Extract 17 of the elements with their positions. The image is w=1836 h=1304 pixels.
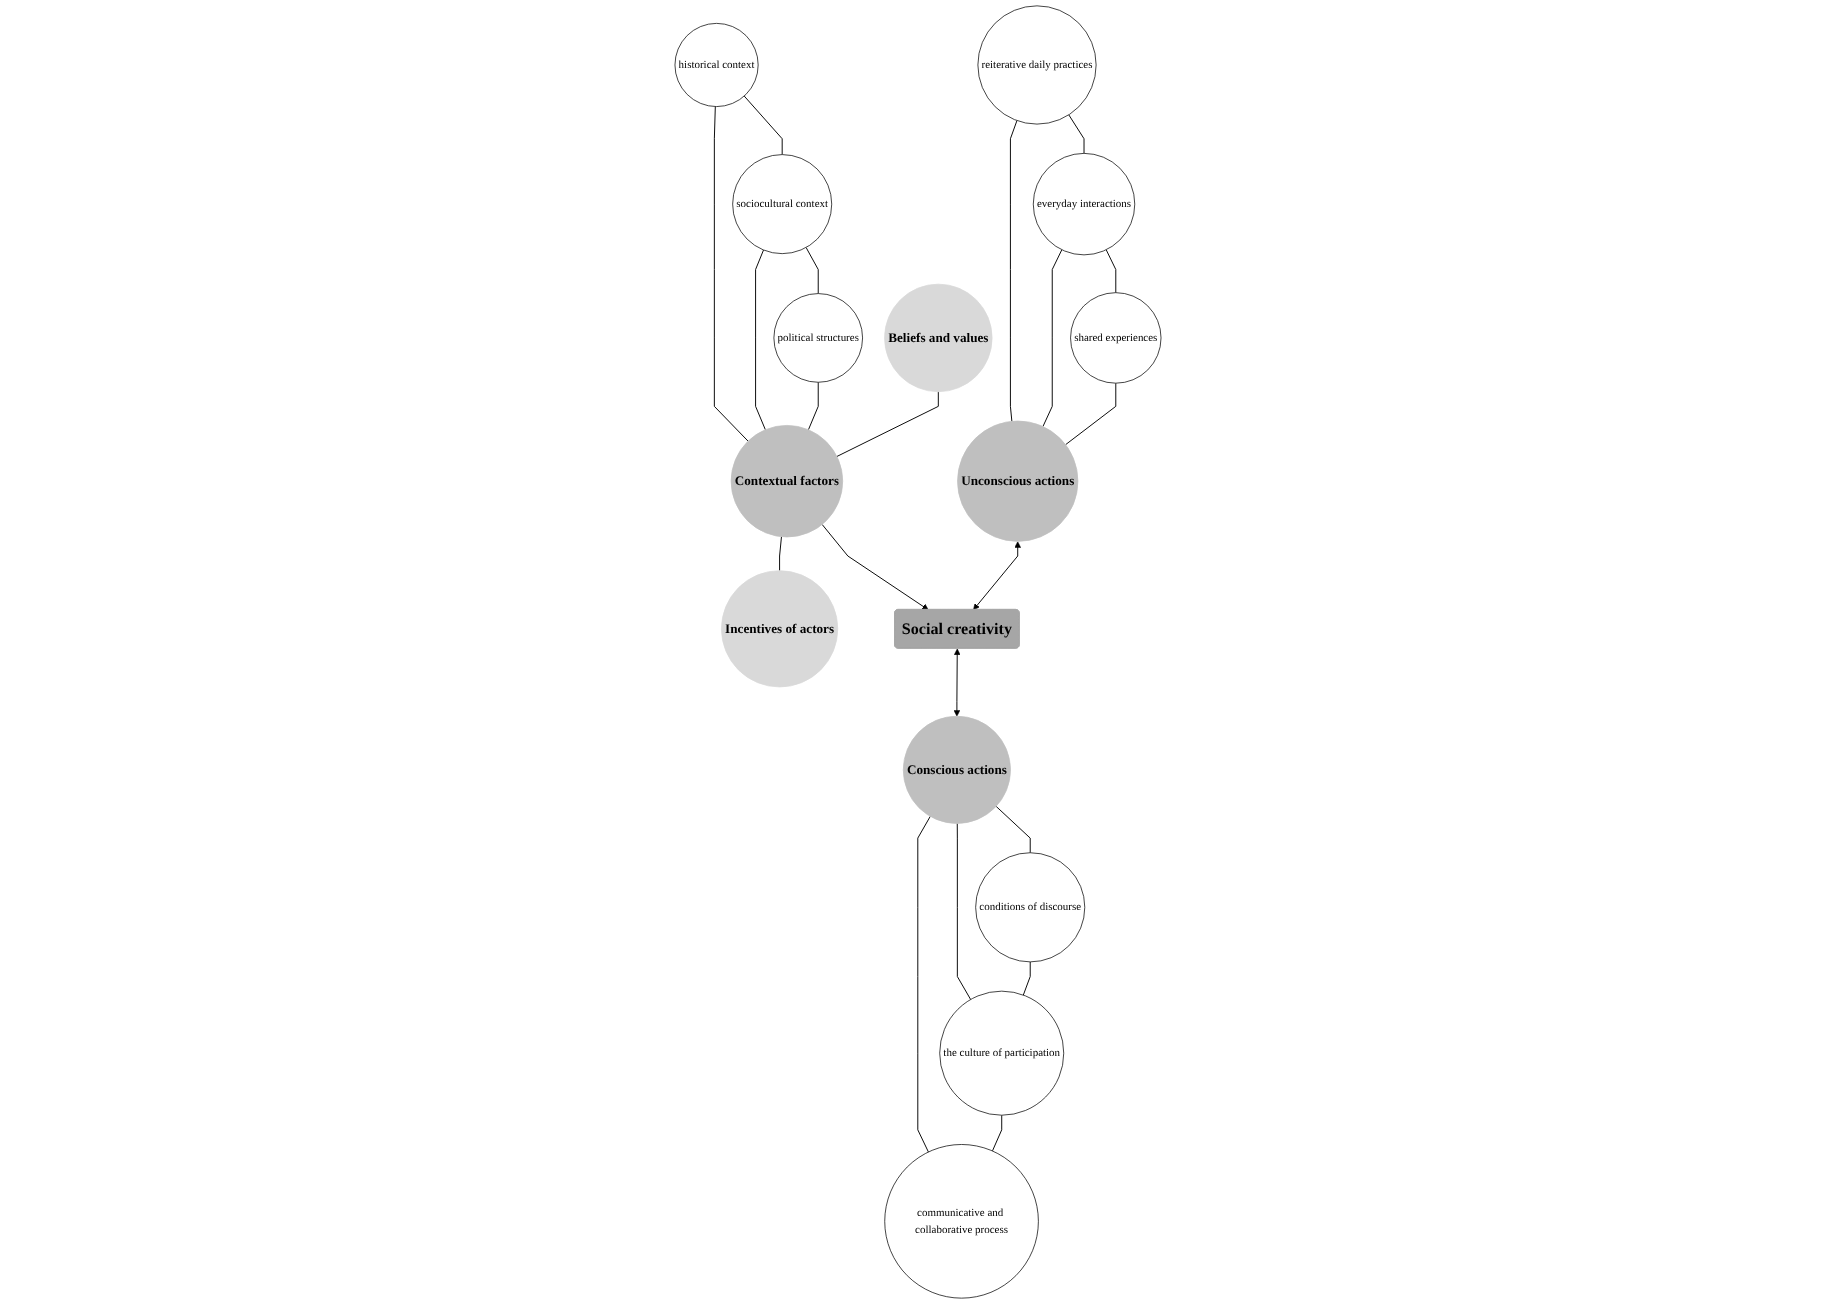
connector [836, 391, 939, 457]
connector [1065, 382, 1117, 446]
connector [755, 249, 766, 431]
connector [805, 247, 819, 295]
connector [1009, 120, 1018, 422]
connector [1022, 961, 1031, 996]
connector [991, 1114, 1003, 1152]
connector [779, 536, 782, 572]
connector [807, 381, 819, 431]
connector [1042, 249, 1063, 427]
connector [1068, 114, 1085, 154]
connector [713, 106, 749, 442]
connector [956, 823, 972, 1000]
connector [743, 95, 783, 156]
connector [995, 805, 1031, 854]
connector [1105, 249, 1117, 294]
connector [917, 815, 931, 1153]
